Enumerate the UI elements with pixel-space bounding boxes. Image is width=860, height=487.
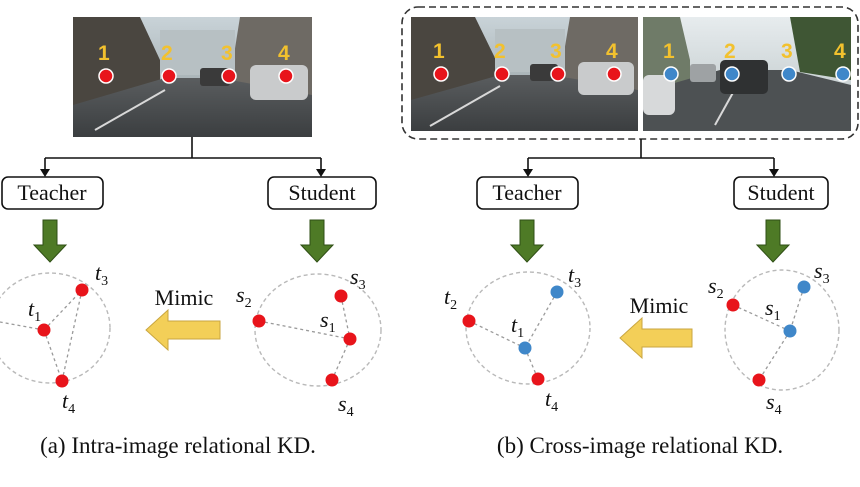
down-arrow-icon (32, 219, 68, 263)
down-arrow-icon (509, 219, 545, 263)
photo-point (606, 66, 622, 82)
student-node (343, 332, 357, 346)
student-box (733, 176, 829, 210)
teacher-node (550, 285, 564, 299)
student-node (726, 298, 740, 312)
student-node (252, 314, 266, 328)
student-node (783, 324, 797, 338)
node-label-s2: s2 (708, 273, 724, 302)
node-label-t1: t1 (28, 296, 41, 325)
teacher-label: Teacher (492, 180, 562, 205)
photo-point (550, 66, 566, 82)
photo-point (221, 68, 237, 84)
node-label-s1: s1 (765, 295, 781, 324)
photo-point (433, 66, 449, 82)
teacher-node (531, 372, 545, 386)
photo-a-point-markers: 1 2 3 4 (98, 42, 294, 84)
photo-point (781, 66, 797, 82)
node-label-t2: t2 (444, 284, 457, 313)
mimic-label: Mimic (155, 285, 214, 310)
photo-point (278, 68, 294, 84)
teacher-graph-a: t1 t3 t4 (0, 260, 111, 417)
node-label-t1: t1 (511, 312, 524, 341)
student-label: Student (288, 180, 355, 205)
student-node (334, 289, 348, 303)
photo-number: 1 (433, 40, 445, 63)
photo-point (161, 68, 177, 84)
student-node (325, 373, 339, 387)
mimic-arrow-icon (619, 316, 693, 360)
photo-point (835, 66, 851, 82)
node-label-t3: t3 (95, 260, 108, 289)
photo-point (98, 68, 114, 84)
student-node (752, 373, 766, 387)
student-box (267, 176, 377, 210)
node-label-t4: t4 (62, 388, 75, 417)
teacher-node (518, 341, 532, 355)
photo-number: 1 (98, 42, 110, 65)
node-label-s3: s3 (814, 258, 830, 287)
teacher-node (55, 374, 69, 388)
photo-point (663, 66, 679, 82)
mimic-label: Mimic (630, 293, 689, 318)
node-label-s3: s3 (350, 264, 366, 293)
photo-number: 3 (550, 40, 562, 63)
mimic-arrow-icon (145, 308, 221, 352)
panel-a: 1 2 3 4 Teacher Student (0, 17, 382, 458)
student-graph-a: s1 s2 s3 s4 (236, 264, 382, 420)
node-label-s2: s2 (236, 282, 252, 311)
photo-b-point-markers: 1 2 3 4 1 2 3 4 (433, 40, 851, 82)
teacher-box (1, 176, 104, 210)
student-label: Student (747, 180, 814, 205)
teacher-node (37, 323, 51, 337)
street-photo-a (73, 17, 312, 137)
node-label-t3: t3 (568, 262, 581, 291)
node-label-s4: s4 (338, 391, 354, 420)
photo-point (494, 66, 510, 82)
teacher-node (462, 314, 476, 328)
student-graph-b: s1 s2 s3 s4 (708, 258, 840, 418)
photo-number: 2 (724, 40, 736, 63)
photo-number: 4 (834, 40, 846, 63)
photo-number: 2 (161, 42, 173, 65)
photo-number: 3 (781, 40, 793, 63)
teacher-label: Teacher (17, 180, 87, 205)
teacher-node (75, 283, 89, 297)
photo-number: 1 (663, 40, 675, 63)
image-pair-frame (401, 6, 859, 140)
photo-number: 3 (221, 42, 233, 65)
photo-number: 4 (278, 42, 290, 65)
caption-a: (a) Intra-image relational KD. (40, 433, 316, 458)
down-arrow-icon (755, 219, 791, 263)
node-label-t4: t4 (545, 386, 558, 415)
photo-point (724, 66, 740, 82)
teacher-graph-b: t1 t2 t3 t4 (444, 262, 591, 415)
caption-b: (b) Cross-image relational KD. (497, 433, 783, 458)
down-arrow-icon (299, 219, 335, 263)
teacher-box (476, 176, 579, 210)
node-label-s4: s4 (766, 389, 782, 418)
branch-connector-a (40, 137, 326, 177)
student-node (797, 280, 811, 294)
photo-number: 4 (606, 40, 618, 63)
photo-number: 2 (494, 40, 506, 63)
panel-b: 1 2 3 4 1 2 3 4 Teacher Student (401, 6, 859, 458)
node-label-s1: s1 (320, 307, 336, 336)
branch-connector-b (523, 139, 779, 177)
